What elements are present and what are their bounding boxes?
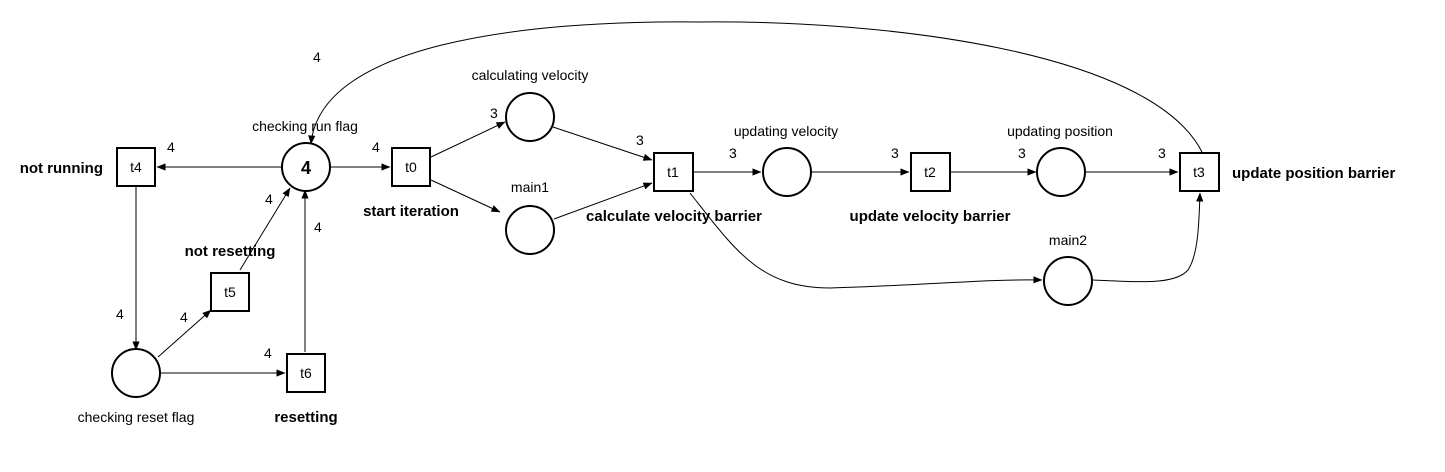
transition-caption: not running <box>20 160 103 177</box>
arc-weight: 4 <box>167 139 175 155</box>
transition-caption: start iteration <box>363 203 459 220</box>
transition-t2[interactable]: t2 update velocity barrier <box>850 152 1011 225</box>
transition-t4[interactable]: t4 not running <box>20 147 156 187</box>
arc-weight: 4 <box>372 139 380 155</box>
token-count: 4 <box>301 158 311 178</box>
transition-t0[interactable]: t0 start iteration <box>363 147 459 220</box>
arc-weight: 3 <box>729 145 737 161</box>
arc-weight: 3 <box>490 105 498 121</box>
arc-weight: 3 <box>891 145 899 161</box>
arc-weight: 4 <box>314 219 322 235</box>
transition-t1[interactable]: t1 calculate velocity barrier <box>586 152 762 225</box>
transition-caption: resetting <box>274 409 337 426</box>
arc-weight: 4 <box>265 191 273 207</box>
arcs <box>132 21 1204 377</box>
arc-weights: 4 3 3 3 3 3 3 4 4 4 4 4 4 4 <box>116 49 1166 361</box>
place-label: updating velocity <box>734 123 838 139</box>
place-updating-position[interactable]: updating position <box>1007 123 1113 197</box>
transition-label: t0 <box>405 159 417 175</box>
transition-t5[interactable]: t5 not resetting <box>185 243 276 312</box>
transition-box[interactable] <box>910 152 951 192</box>
transition-box[interactable] <box>210 272 250 312</box>
transition-t6[interactable]: t6 resetting <box>274 353 338 426</box>
place-checking-reset-flag[interactable]: checking reset flag <box>78 348 195 425</box>
transition-box[interactable] <box>116 147 156 187</box>
place-label: main1 <box>511 179 549 195</box>
place-circle[interactable] <box>1043 256 1093 306</box>
arc-calculating-velocity-to-t1 <box>552 126 653 161</box>
place-circle[interactable] <box>1036 147 1086 197</box>
arc-t1-to-main2 <box>689 192 1043 289</box>
transition-label: t1 <box>667 164 679 180</box>
place-circle[interactable] <box>281 142 331 192</box>
arc-main1-to-t1 <box>553 182 653 220</box>
transition-box[interactable] <box>391 147 431 187</box>
places: 4 checking run flag calculating velocity… <box>78 67 1113 425</box>
place-main1[interactable]: main1 <box>505 179 555 255</box>
place-main2[interactable]: main2 <box>1043 232 1093 306</box>
place-label: main2 <box>1049 232 1087 248</box>
transition-box[interactable] <box>286 353 326 393</box>
arc-t3-to-run-flag <box>308 21 1203 153</box>
place-calculating-velocity[interactable]: calculating velocity <box>472 67 589 142</box>
transition-t3[interactable]: t3 update position barrier <box>1179 152 1396 192</box>
arc-weight: 4 <box>180 309 188 325</box>
place-updating-velocity[interactable]: updating velocity <box>734 123 838 197</box>
arc-weight: 3 <box>1018 145 1026 161</box>
arc-weight: 4 <box>313 49 321 65</box>
place-checking-run-flag[interactable]: 4 checking run flag <box>252 118 358 192</box>
transition-label: t2 <box>924 164 936 180</box>
place-label: checking reset flag <box>78 409 195 425</box>
transition-caption: calculate velocity barrier <box>586 208 762 225</box>
place-label: calculating velocity <box>472 67 589 83</box>
place-circle[interactable] <box>762 147 812 197</box>
place-circle[interactable] <box>505 205 555 255</box>
transition-box[interactable] <box>1179 152 1220 192</box>
place-label: updating position <box>1007 123 1113 139</box>
transition-caption: not resetting <box>185 243 276 260</box>
arc-main2-to-t3 <box>1092 192 1204 283</box>
transitions: t0 start iteration t1 calculate velocity… <box>20 147 1396 426</box>
transition-caption: update velocity barrier <box>850 208 1011 225</box>
arc-t0-to-main1 <box>430 179 501 213</box>
arc-weight: 4 <box>264 345 272 361</box>
place-label: checking run flag <box>252 118 358 134</box>
transition-label: t5 <box>224 284 236 300</box>
arc-weight: 3 <box>1158 145 1166 161</box>
transition-caption: update position barrier <box>1232 165 1396 182</box>
transition-label: t3 <box>1193 164 1205 180</box>
arc-reset-flag-to-t5 <box>157 309 212 358</box>
arc-t5-to-run-flag <box>239 187 291 271</box>
arc-t0-to-calculating-velocity <box>430 121 506 158</box>
transition-label: t4 <box>130 159 142 175</box>
arc-weight: 3 <box>636 132 644 148</box>
transition-label: t6 <box>300 365 312 381</box>
arc-weight: 4 <box>116 306 124 322</box>
place-circle[interactable] <box>505 92 555 142</box>
place-circle[interactable] <box>111 348 161 398</box>
transition-box[interactable] <box>653 152 694 192</box>
